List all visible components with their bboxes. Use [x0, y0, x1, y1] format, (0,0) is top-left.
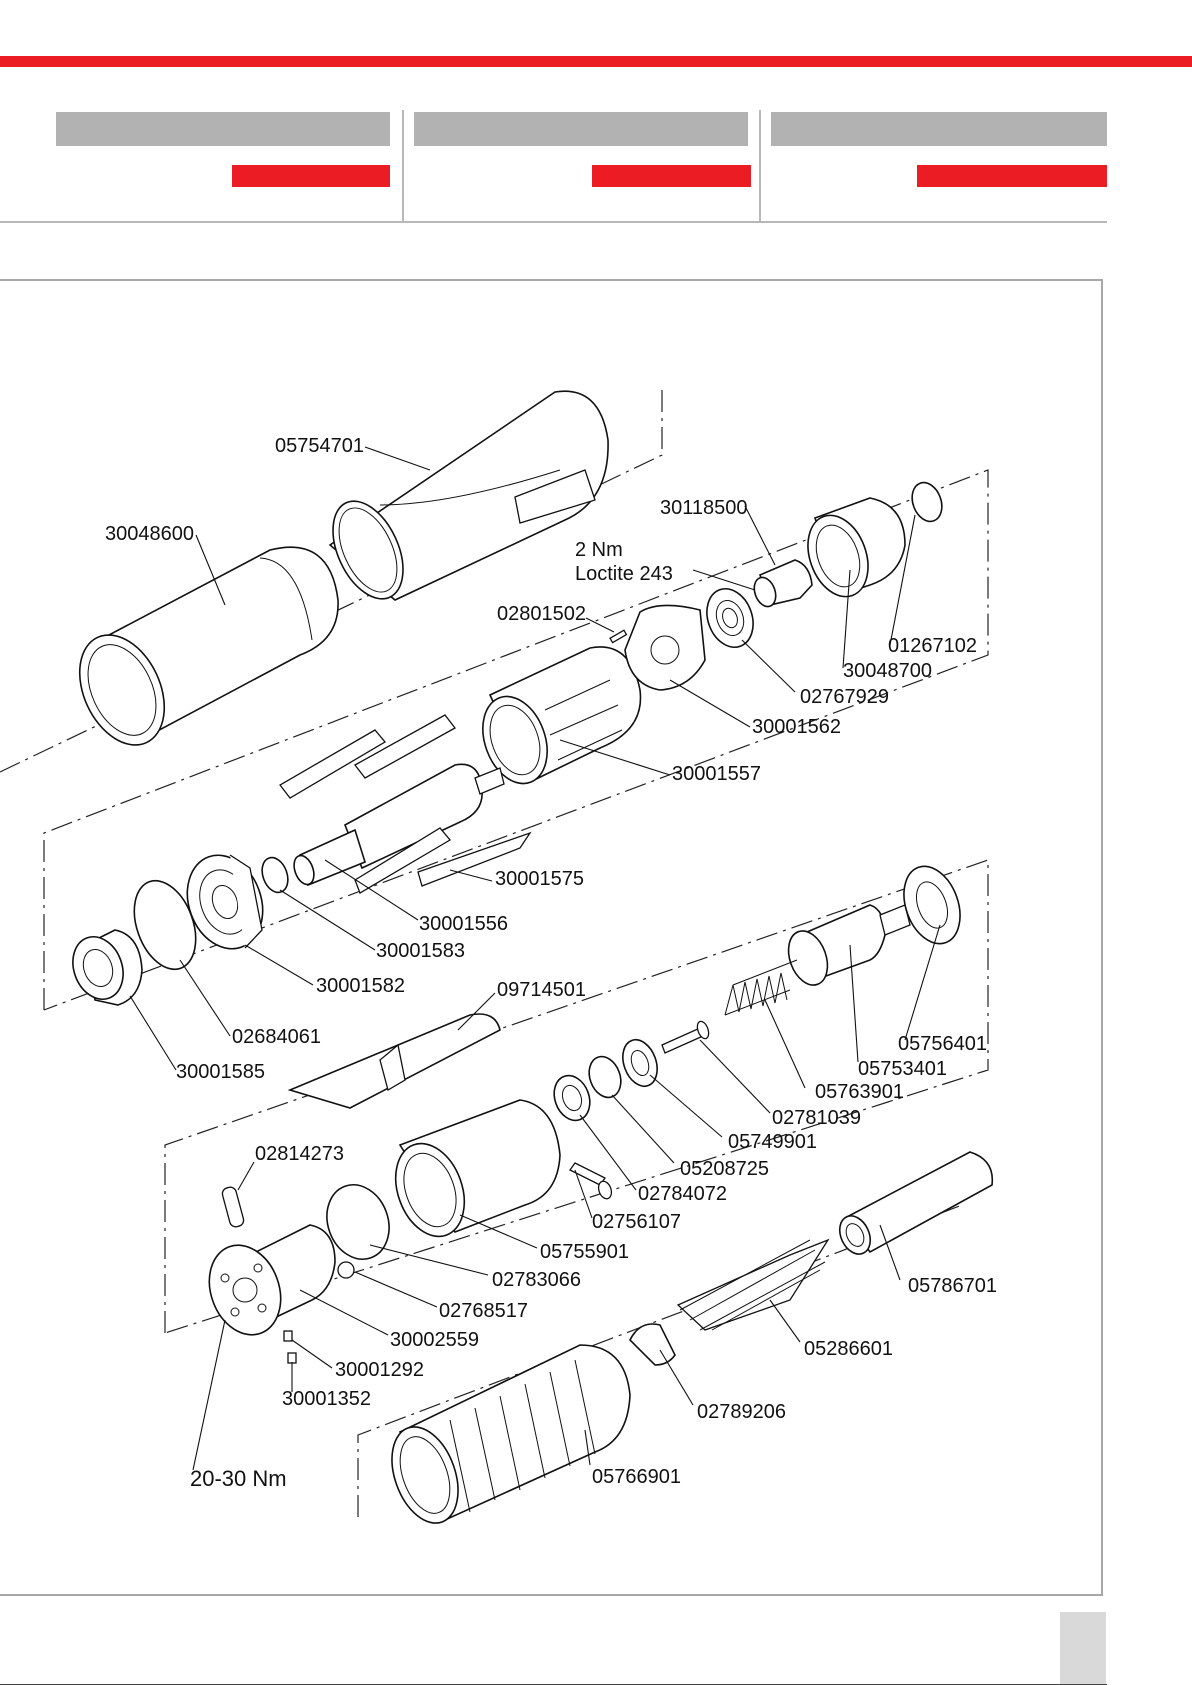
part-washer-02784072: [553, 1074, 591, 1122]
callout-30001582: 30001582: [316, 975, 405, 997]
part-endplate-30001562: [624, 604, 706, 691]
part-pin-02801502: [609, 629, 628, 644]
leader-lines: [129, 446, 941, 1471]
callout-02756107: 02756107: [592, 1211, 681, 1233]
part-filter-05286601: [676, 1238, 830, 1331]
callout-30001556: 30001556: [419, 913, 508, 935]
callout-30001352: 30001352: [282, 1388, 371, 1410]
header-divider-1: [402, 110, 404, 222]
part-spring-05763901: [724, 959, 798, 1016]
header-bottom-rule: [0, 221, 1107, 223]
callout-05286601: 05286601: [804, 1338, 893, 1360]
header-column-2-title-bar: [414, 112, 748, 146]
header-column-1-title-bar: [56, 112, 390, 146]
callout-05753401: 05753401: [858, 1058, 947, 1080]
callout-02767929: 02767929: [800, 686, 889, 708]
callout-05756401: 05756401: [898, 1033, 987, 1055]
part-hose-05766901: [391, 1344, 631, 1524]
part-tube-05786701: [838, 1151, 994, 1255]
part-oring-01267102: [911, 481, 943, 523]
callout-01267102: 01267102: [888, 635, 977, 657]
callout-05763901: 05763901: [815, 1081, 904, 1103]
part-pin-02814273: [221, 1186, 245, 1228]
group-outline-housing: [0, 386, 663, 773]
part-vanes-30001575: [279, 714, 532, 894]
part-cap-30048700: [807, 497, 906, 598]
callout-05749901: 05749901: [728, 1131, 817, 1153]
part-oring-02783066: [326, 1184, 390, 1260]
part-inlet-bushing-30002559: [208, 1224, 336, 1336]
part-rotor-30001556: [293, 763, 505, 887]
callout-torque-20-30nm: 20-30 Nm: [190, 1466, 287, 1491]
part-valve-seat-05749901: [622, 1038, 658, 1088]
callout-loctite-243: Loctite 243: [575, 563, 673, 585]
callout-02789206: 02789206: [697, 1401, 786, 1423]
callout-05208725: 05208725: [680, 1158, 769, 1180]
callout-05754701: 05754701: [275, 435, 364, 457]
callout-30001585: 30001585: [176, 1061, 265, 1083]
part-setscrew-30001292: [283, 1330, 293, 1342]
callout-02684061: 02684061: [232, 1026, 321, 1048]
callout-30001292: 30001292: [335, 1359, 424, 1381]
callout-30048600: 30048600: [105, 523, 194, 545]
callout-02783066: 02783066: [492, 1269, 581, 1291]
part-bearing-30001585: [72, 929, 143, 1006]
part-spacer-30001583: [261, 856, 289, 894]
part-oring-02684061: [133, 879, 197, 971]
page-number-box: [1060, 1612, 1106, 1685]
group-outline-motor: [43, 469, 989, 1011]
callout-30001557: 30001557: [672, 763, 761, 785]
part-cylinder-30001557: [482, 646, 642, 785]
callout-09714501: 09714501: [497, 979, 586, 1001]
callout-02781039: 02781039: [772, 1107, 861, 1129]
part-screw-02756107: [569, 1162, 613, 1200]
part-oring-05208725: [588, 1055, 622, 1099]
part-lever-09714501: [287, 1013, 501, 1109]
part-housing-30048600: [78, 546, 339, 746]
callout-30002559: 30002559: [390, 1329, 479, 1351]
callout-30118500: 30118500: [660, 497, 748, 519]
callout-30001562: 30001562: [752, 716, 841, 738]
part-ball-02768517: [337, 1261, 355, 1279]
part-bearing-plate-30001582: [186, 854, 264, 950]
part-sleeve-05754701: [328, 390, 609, 601]
part-clamp-02789206: [629, 1323, 676, 1366]
callout-02768517: 02768517: [439, 1300, 528, 1322]
callout-02784072: 02784072: [638, 1183, 727, 1205]
callout-torque-2nm: 2 Nm: [575, 539, 623, 561]
part-shaft-30118500: [753, 559, 813, 608]
header-column-2-badge: [592, 165, 751, 187]
part-rear-housing-05755901: [394, 1099, 561, 1238]
header-column-1-badge: [232, 165, 390, 187]
assembly-group-outlines: [0, 386, 989, 1517]
diagram-frame: [0, 279, 1103, 1596]
part-valve-body-05753401: [787, 904, 911, 986]
part-valve-stem-02781039: [661, 1020, 710, 1054]
header-divider-2: [759, 110, 761, 222]
group-outline-exhaust: [357, 1204, 963, 1517]
callout-02814273: 02814273: [255, 1143, 344, 1165]
part-bearing-02767929: [706, 588, 754, 648]
callout-labels: 05754701 30048600 30118500 2 Nm Loctite …: [105, 435, 997, 1491]
top-accent-bar: [0, 56, 1192, 67]
header-column-3-badge: [917, 165, 1107, 187]
header-column-3-title-bar: [771, 112, 1107, 146]
part-gasket-05756401: [903, 865, 961, 945]
callout-02801502: 02801502: [497, 603, 586, 625]
callout-30001575: 30001575: [495, 868, 584, 890]
callout-05766901: 05766901: [592, 1466, 681, 1488]
callout-05755901: 05755901: [540, 1241, 629, 1263]
callout-30001583: 30001583: [376, 940, 465, 962]
group-outline-valve: [164, 859, 989, 1334]
callout-05786701: 05786701: [908, 1275, 997, 1297]
part-setscrew-30001352: [287, 1352, 297, 1364]
callout-30048700: 30048700: [843, 660, 932, 682]
